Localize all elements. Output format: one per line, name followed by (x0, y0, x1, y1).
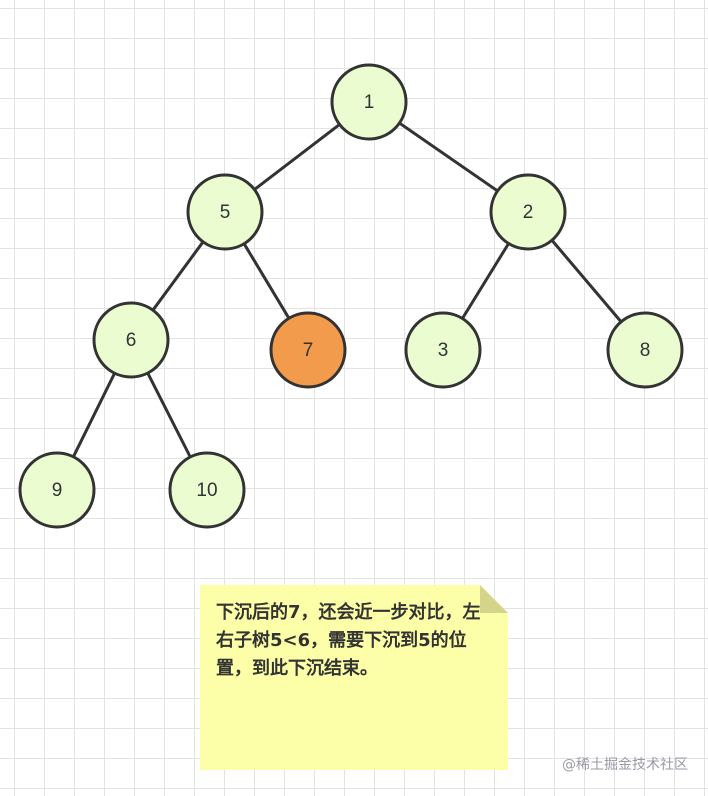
node-circle (18, 451, 96, 529)
tree-node-3: 3 (404, 311, 482, 389)
tree-node-5: 5 (186, 173, 264, 251)
node-circle (92, 301, 170, 379)
node-label: 6 (126, 330, 137, 351)
tree-node-1: 1 (330, 63, 408, 141)
edge-n6-n10 (146, 371, 192, 459)
node-label: 10 (196, 480, 217, 501)
tree-node-8: 8 (606, 311, 684, 389)
tree-nodes: 1 5 2 6 7 3 8 9 10 (18, 63, 684, 529)
edge-n5-n7 (242, 242, 291, 320)
node-circle (330, 63, 408, 141)
tree-node-6: 6 (92, 301, 170, 379)
node-circle (186, 173, 264, 251)
tree-node-2: 2 (489, 173, 567, 251)
node-circle (489, 173, 567, 251)
tree-node-9: 9 (18, 451, 96, 529)
edge-n6-n9 (71, 371, 117, 459)
node-circle (606, 311, 684, 389)
note-text: 下沉后的7，还会近一步对比，左右子树5<6，需要下沉到5的位置，到此下沉结束。 (216, 602, 481, 679)
edge-n1-n2 (397, 121, 500, 193)
sticky-note (200, 585, 508, 770)
node-label: 3 (438, 340, 449, 361)
edge-n5-n6 (151, 240, 205, 312)
highlighted-node-circle (269, 311, 347, 389)
watermark: @稀土掘金技术社区 (562, 757, 688, 773)
node-circle (404, 311, 482, 389)
edge-n2-n8 (550, 238, 623, 324)
node-label: 8 (640, 340, 651, 361)
tree-node-7: 7 (269, 311, 347, 389)
node-label: 5 (220, 202, 231, 223)
node-label: 7 (303, 340, 314, 361)
tree-node-10: 10 (168, 451, 246, 529)
node-circle (168, 451, 246, 529)
node-label: 1 (364, 92, 375, 113)
edge-n2-n3 (460, 242, 511, 320)
tree-edges (71, 121, 623, 459)
node-label: 9 (52, 480, 63, 501)
node-label: 2 (523, 202, 534, 223)
edge-n1-n5 (252, 122, 342, 192)
